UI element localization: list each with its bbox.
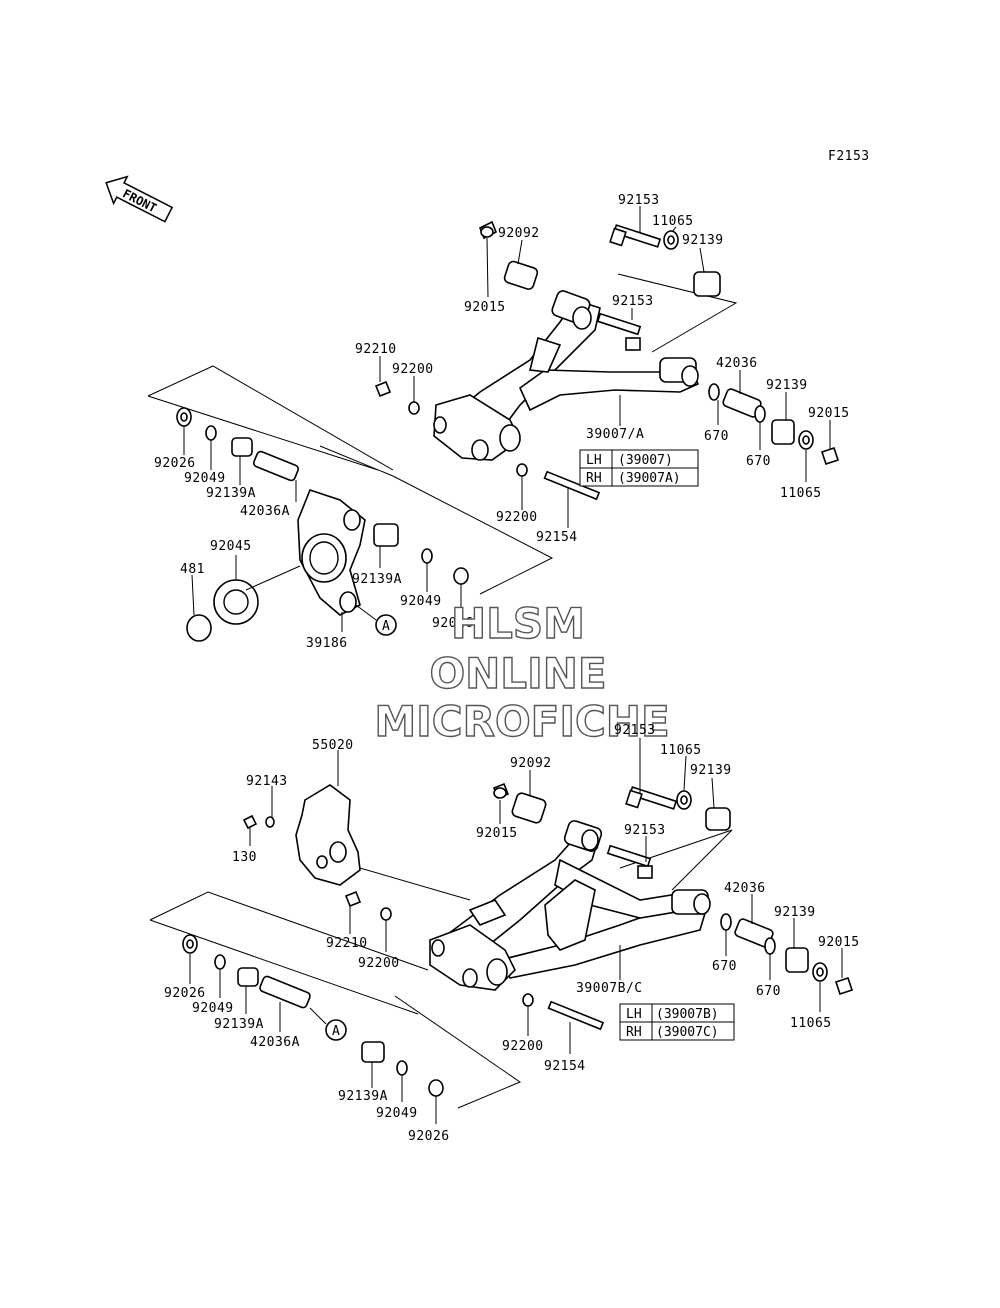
label-92200-top-lower: 92200	[358, 956, 400, 971]
watermark-line3: MICROFICHE	[374, 697, 669, 746]
label-92153-top-lower: 92153	[614, 723, 656, 738]
lower-a-arm	[429, 820, 711, 991]
label-92154-lower: 92154	[544, 1059, 586, 1074]
label-92049-top-lower: 92049	[192, 1001, 234, 1016]
label-670-a-lower: 670	[712, 959, 737, 974]
label-92139-right: 92139	[766, 378, 808, 393]
watermark-line2: ONLINE	[429, 649, 606, 698]
label-42036A-lower: 42036A	[250, 1035, 300, 1050]
label-92015-right: 92015	[808, 406, 850, 421]
label-42036-lower: 42036	[724, 881, 766, 896]
upper-table-lh: LH	[586, 453, 602, 468]
upper-a-arm	[433, 290, 700, 461]
label-92139A-top-lower: 92139A	[214, 1017, 264, 1032]
upper-table-rh: RH	[586, 471, 602, 486]
label-11065-right-lower: 11065	[790, 1016, 832, 1031]
label-92200-bottom: 92200	[496, 510, 538, 525]
lower-table-lh-value: (39007B)	[656, 1007, 719, 1022]
label-92153-top: 92153	[618, 193, 660, 208]
label-481: 481	[180, 562, 205, 577]
reference-a-circle-lower	[325, 1019, 347, 1041]
label-39007-lower: 39007B/C	[576, 981, 643, 996]
label-92049-mid: 92049	[400, 594, 442, 609]
label-92049-top: 92049	[184, 471, 226, 486]
label-39186: 39186	[306, 636, 348, 651]
label-92143: 92143	[246, 774, 288, 789]
label-92139-top: 92139	[682, 233, 724, 248]
label-55020: 55020	[312, 738, 354, 753]
label-670-b-lower: 670	[756, 984, 781, 999]
upper-table-rh-value: (39007A)	[618, 471, 681, 486]
label-92210: 92210	[355, 342, 397, 357]
label-92015-right-lower: 92015	[818, 935, 860, 950]
label-92015-left: 92015	[464, 300, 506, 315]
label-670-b: 670	[746, 454, 771, 469]
label-92026-top: 92026	[154, 456, 196, 471]
label-92210-lower: 92210	[326, 936, 368, 951]
label-42036: 42036	[716, 356, 758, 371]
label-670-a: 670	[704, 429, 729, 444]
upper-lh-rh-table: LH (39007) RH (39007A)	[579, 449, 699, 487]
label-92200-bottom-lower: 92200	[502, 1039, 544, 1054]
lower-hardware	[182, 782, 854, 1097]
label-92049-bottom-lower: 92049	[376, 1106, 418, 1121]
label-11065-right: 11065	[780, 486, 822, 501]
label-92045: 92045	[210, 539, 252, 554]
lower-table-rh: RH	[626, 1025, 642, 1040]
label-ref-a: A	[382, 619, 390, 634]
watermark-line1: HLSM	[451, 599, 585, 648]
label-92153-mid: 92153	[612, 294, 654, 309]
label-92026-mid: 92026	[432, 616, 474, 631]
label-92139-right-lower: 92139	[774, 905, 816, 920]
label-92015-left-lower: 92015	[476, 826, 518, 841]
label-39007: 39007/A	[586, 427, 644, 442]
upper-assembly: 92153 11065 92139 92092 92015 92153 9221…	[147, 193, 850, 651]
label-92026-bottom-lower: 92026	[408, 1129, 450, 1144]
label-92139-top-lower: 92139	[690, 763, 732, 778]
label-92139A-top: 92139A	[206, 486, 256, 501]
lower-leaders	[189, 738, 843, 1124]
upper-leaders	[183, 206, 831, 632]
lower-part-labels: 55020 92143 130 92153 11065 92139 92092 …	[164, 723, 860, 1144]
label-92154: 92154	[536, 530, 578, 545]
label-11065-top: 11065	[652, 214, 694, 229]
label-92139A-mid: 92139A	[352, 572, 402, 587]
upper-part-labels: 92153 11065 92139 92092 92015 92153 9221…	[154, 193, 850, 651]
figure-code: F2153	[828, 149, 870, 164]
upper-table-lh-value: (39007)	[618, 453, 673, 468]
label-ref-a-lower: A	[332, 1024, 340, 1039]
reference-a-circle	[375, 614, 397, 636]
lower-table-rh-value: (39007C)	[656, 1025, 719, 1040]
label-92153-mid-lower: 92153	[624, 823, 666, 838]
label-130: 130	[232, 850, 257, 865]
front-arrow-icon: FRONT	[105, 175, 174, 223]
watermark: HLSM ONLINE MICROFICHE	[374, 598, 671, 746]
label-92092-lower: 92092	[510, 756, 552, 771]
skid-guard	[295, 784, 471, 901]
knuckle	[186, 489, 469, 642]
label-92092: 92092	[498, 226, 540, 241]
label-92200-top: 92200	[392, 362, 434, 377]
label-11065-top-lower: 11065	[660, 743, 702, 758]
upper-hardware	[176, 220, 840, 501]
label-92139A-bottom-lower: 92139A	[338, 1089, 388, 1104]
label-42036A: 42036A	[240, 504, 290, 519]
lower-lh-rh-table: LH (39007B) RH (39007C)	[619, 1003, 735, 1041]
label-92026-top-lower: 92026	[164, 986, 206, 1001]
lower-table-lh: LH	[626, 1007, 642, 1022]
lower-assembly: 55020 92143 130 92153 11065 92139 92092 …	[149, 723, 860, 1144]
